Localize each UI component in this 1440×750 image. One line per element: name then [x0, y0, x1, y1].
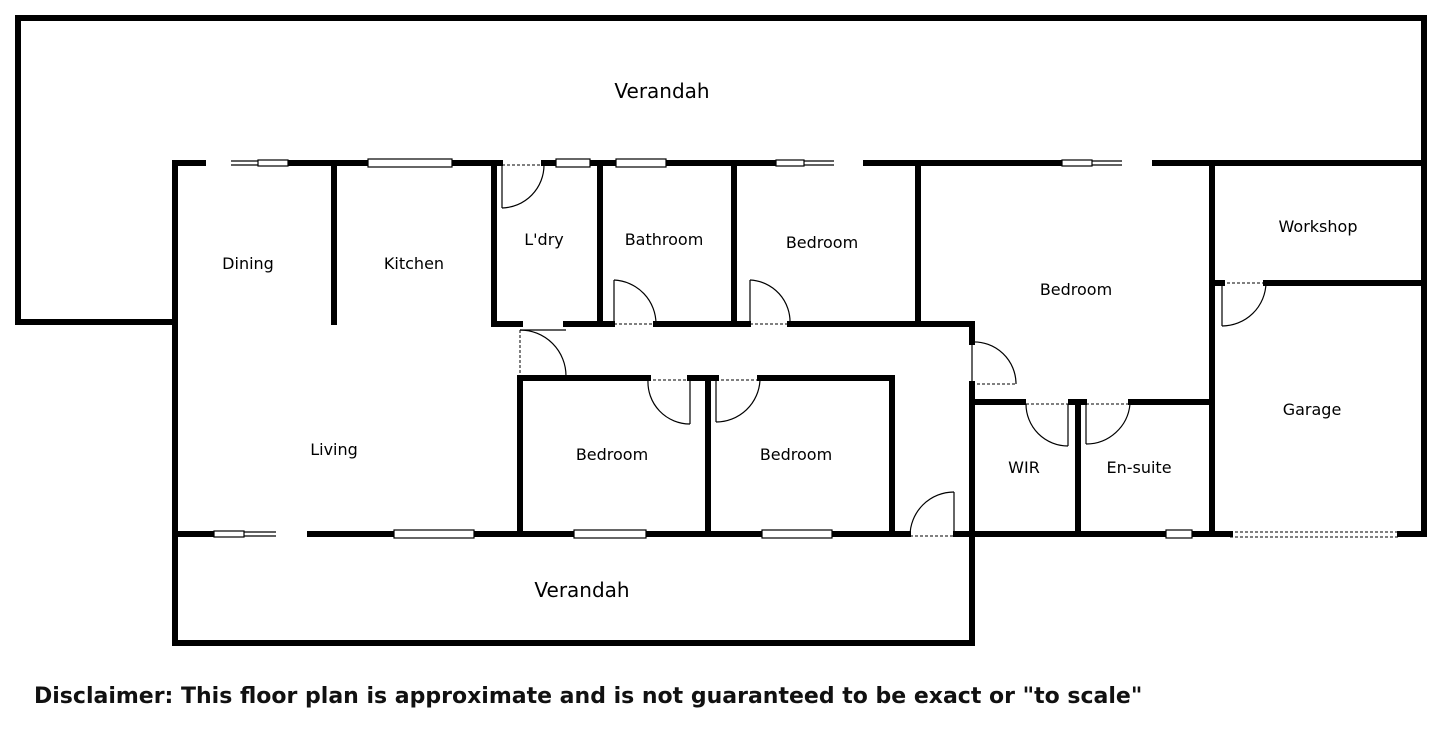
room-label-verandah-top: Verandah [614, 79, 709, 103]
room-label-bedroom-top: Bedroom [786, 233, 858, 252]
door-swing [715, 379, 761, 423]
window [761, 529, 833, 539]
window [615, 158, 667, 168]
room-label-wir: WIR [1008, 458, 1040, 477]
window [555, 158, 591, 168]
window [1165, 529, 1193, 539]
room-label-bedroom-master: Bedroom [1040, 280, 1112, 299]
room-label-living: Living [310, 440, 358, 459]
sliding-door [231, 159, 289, 167]
door-swing [1085, 403, 1131, 445]
room-label-laundry: L'dry [524, 230, 564, 249]
door-swing [501, 164, 545, 209]
room-label-kitchen: Kitchen [384, 254, 444, 273]
garage-door [1230, 531, 1400, 538]
sliding-door [213, 530, 276, 538]
door-swing [971, 341, 1017, 385]
room-label-garage: Garage [1283, 400, 1342, 419]
room-label-bedroom-mid-left: Bedroom [576, 445, 648, 464]
room-labels: Verandah Dining Kitchen L'dry Bathroom B… [222, 79, 1357, 602]
sliding-door [775, 159, 834, 167]
room-label-dining: Dining [222, 254, 274, 273]
door-swing [749, 279, 791, 325]
swing-doors [501, 164, 1267, 537]
door-swing [519, 329, 567, 377]
windows [367, 158, 1193, 539]
room-label-workshop: Workshop [1279, 217, 1358, 236]
room-label-bedroom-mid-right: Bedroom [760, 445, 832, 464]
window [573, 529, 647, 539]
window [393, 529, 475, 539]
door-swing [909, 491, 955, 537]
door-swing [1221, 282, 1267, 327]
door-swing [647, 379, 691, 425]
walls [15, 15, 1427, 646]
room-label-verandah-bottom: Verandah [534, 578, 629, 602]
door-swing [613, 279, 657, 325]
window [367, 158, 453, 168]
sliding-doors [213, 159, 1400, 538]
room-label-ensuite: En-suite [1106, 458, 1171, 477]
room-label-bathroom: Bathroom [625, 230, 704, 249]
door-swing [1025, 403, 1069, 447]
disclaimer-text: Disclaimer: This floor plan is approxima… [34, 684, 1143, 709]
sliding-door [1061, 159, 1122, 167]
